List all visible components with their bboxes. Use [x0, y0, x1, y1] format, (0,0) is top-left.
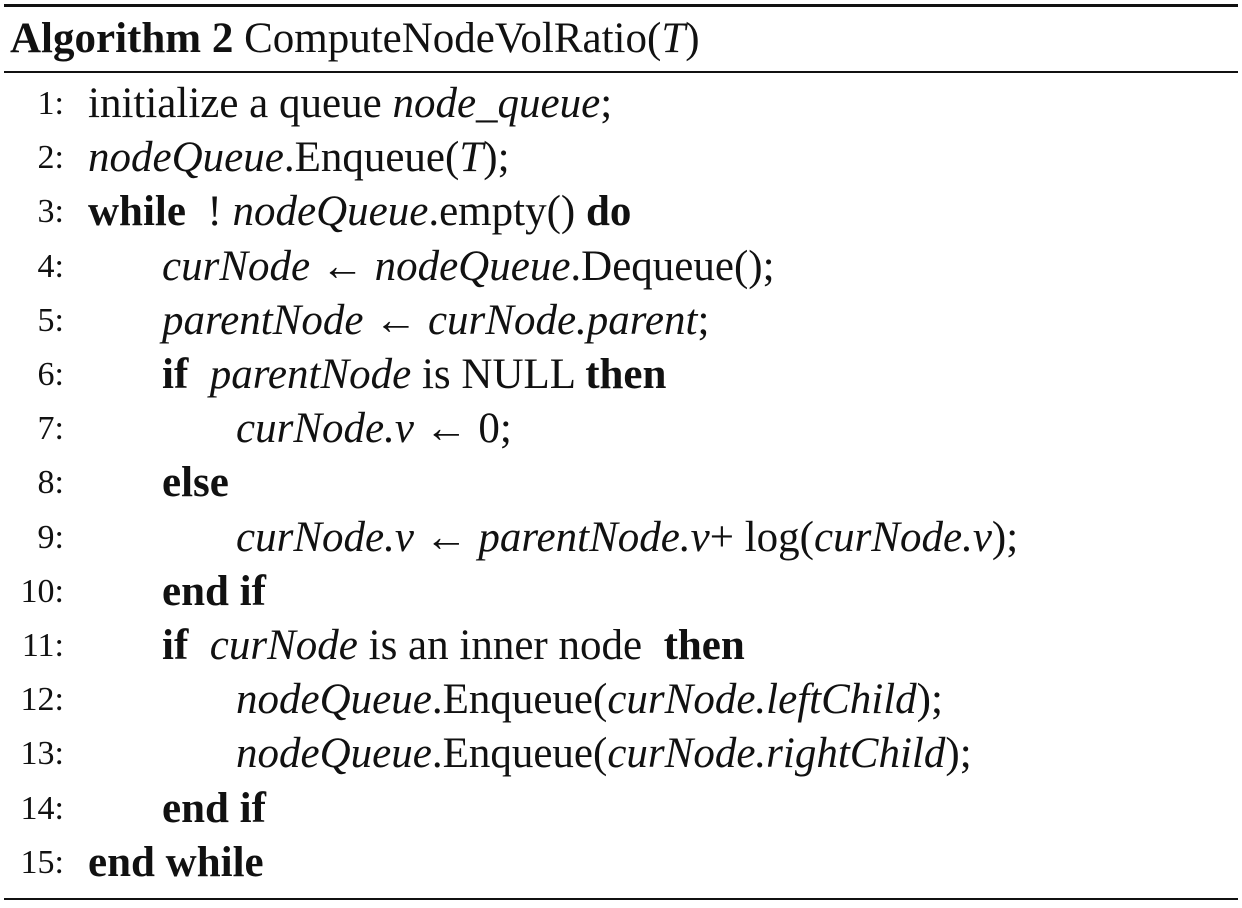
code-text: ←	[363, 296, 428, 344]
bottom-rule	[4, 898, 1238, 900]
code-text: );	[483, 134, 510, 182]
variable: nodeQueue	[374, 242, 571, 290]
code-text: ←	[413, 513, 479, 561]
line-code: end if	[162, 565, 266, 619]
keyword: then	[585, 351, 667, 398]
keyword: end if	[162, 567, 266, 615]
code-text: ← 0;	[413, 405, 512, 453]
variable: curNode.v	[236, 405, 414, 453]
code-text: + log(	[709, 513, 814, 561]
algorithm-label: Algorithm 2	[10, 15, 234, 62]
code-text: initialize a queue	[88, 80, 393, 127]
line-number: 15:	[20, 843, 64, 881]
line-code: if curNode is an inner node then	[162, 619, 745, 673]
line-code: if parentNode is NULL then	[162, 348, 666, 402]
line-code: end if	[162, 782, 266, 836]
variable: curNode.parent	[427, 296, 698, 344]
code-text: .Enqueue(	[431, 676, 608, 724]
line-code: parentNode ← curNode.parent;	[162, 294, 709, 348]
variable: curNode.v	[813, 513, 992, 561]
keyword: end if	[162, 784, 266, 832]
code-text: );	[991, 513, 1019, 561]
line-number: 9:	[37, 518, 64, 556]
code-text: is NULL	[411, 351, 586, 398]
code-text: ;	[697, 296, 710, 344]
line-number: 2:	[37, 139, 64, 177]
keyword: while	[88, 188, 186, 236]
line-number: 8:	[37, 464, 64, 502]
code-text: .empty()	[428, 188, 586, 236]
code-text: );	[945, 730, 972, 778]
algorithm-argument: T	[661, 15, 686, 62]
variable: nodeQueue	[236, 730, 432, 778]
caption-rule	[4, 71, 1238, 73]
line-number: 14:	[20, 789, 64, 827]
line-code: curNode ← nodeQueue.Dequeue();	[162, 240, 775, 294]
line-code: end while	[88, 836, 264, 890]
code-text: ←	[310, 242, 375, 290]
algorithm-close: )	[685, 15, 700, 62]
line-code: while ! nodeQueue.empty() do	[88, 185, 631, 239]
keyword: end while	[88, 838, 264, 886]
code-text: is an inner node	[357, 622, 664, 669]
variable: T	[459, 134, 484, 182]
variable: node_queue	[392, 80, 601, 127]
line-number: 4:	[37, 247, 64, 285]
code-text: .Enqueue(	[283, 134, 460, 182]
keyword: then	[663, 622, 745, 669]
variable: nodeQueue	[236, 676, 432, 724]
code-text: !	[185, 188, 233, 236]
line-number: 1:	[37, 85, 64, 122]
line-code: nodeQueue.Enqueue(T);	[88, 131, 510, 185]
top-rule	[4, 4, 1238, 7]
variable: parentNode	[162, 296, 364, 344]
variable: curNode.v	[236, 513, 414, 561]
algorithm-name: ComputeNodeVolRatio(	[244, 15, 662, 62]
keyword: else	[162, 459, 229, 507]
variable: nodeQueue	[232, 188, 429, 236]
line-number: 7:	[37, 410, 64, 448]
variable: curNode	[162, 242, 311, 290]
code-text	[188, 622, 210, 669]
line-code: curNode.v ← 0;	[236, 402, 512, 456]
variable: curNode.leftChild	[607, 676, 917, 724]
line-code: nodeQueue.Enqueue(curNode.leftChild);	[236, 673, 943, 727]
code-text: .Enqueue(	[431, 730, 608, 778]
keyword: if	[162, 622, 189, 669]
algorithm-caption: Algorithm 2 ComputeNodeVolRatio(T)	[10, 13, 700, 65]
line-code: initialize a queue node_queue;	[88, 77, 612, 131]
variable: parentNode.v	[478, 513, 710, 561]
code-text: ;	[600, 80, 613, 127]
variable: nodeQueue	[88, 134, 284, 182]
line-code: else	[162, 456, 229, 510]
variable: curNode.rightChild	[607, 730, 946, 778]
code-text: );	[916, 676, 943, 724]
line-number: 10:	[20, 572, 64, 610]
line-number: 5:	[37, 301, 64, 339]
code-text: .Dequeue();	[570, 242, 775, 290]
line-number: 3:	[37, 193, 64, 231]
keyword: if	[162, 351, 189, 398]
line-number: 12:	[20, 681, 64, 719]
variable: curNode	[209, 622, 358, 669]
variable: parentNode	[209, 351, 412, 398]
line-number: 6:	[37, 356, 64, 393]
line-number: 13:	[20, 735, 64, 773]
line-code: curNode.v ← parentNode.v+ log(curNode.v)…	[236, 511, 1018, 565]
code-text	[188, 351, 210, 398]
keyword: do	[585, 188, 632, 236]
line-code: nodeQueue.Enqueue(curNode.rightChild);	[236, 727, 972, 781]
line-number: 11:	[21, 627, 64, 664]
